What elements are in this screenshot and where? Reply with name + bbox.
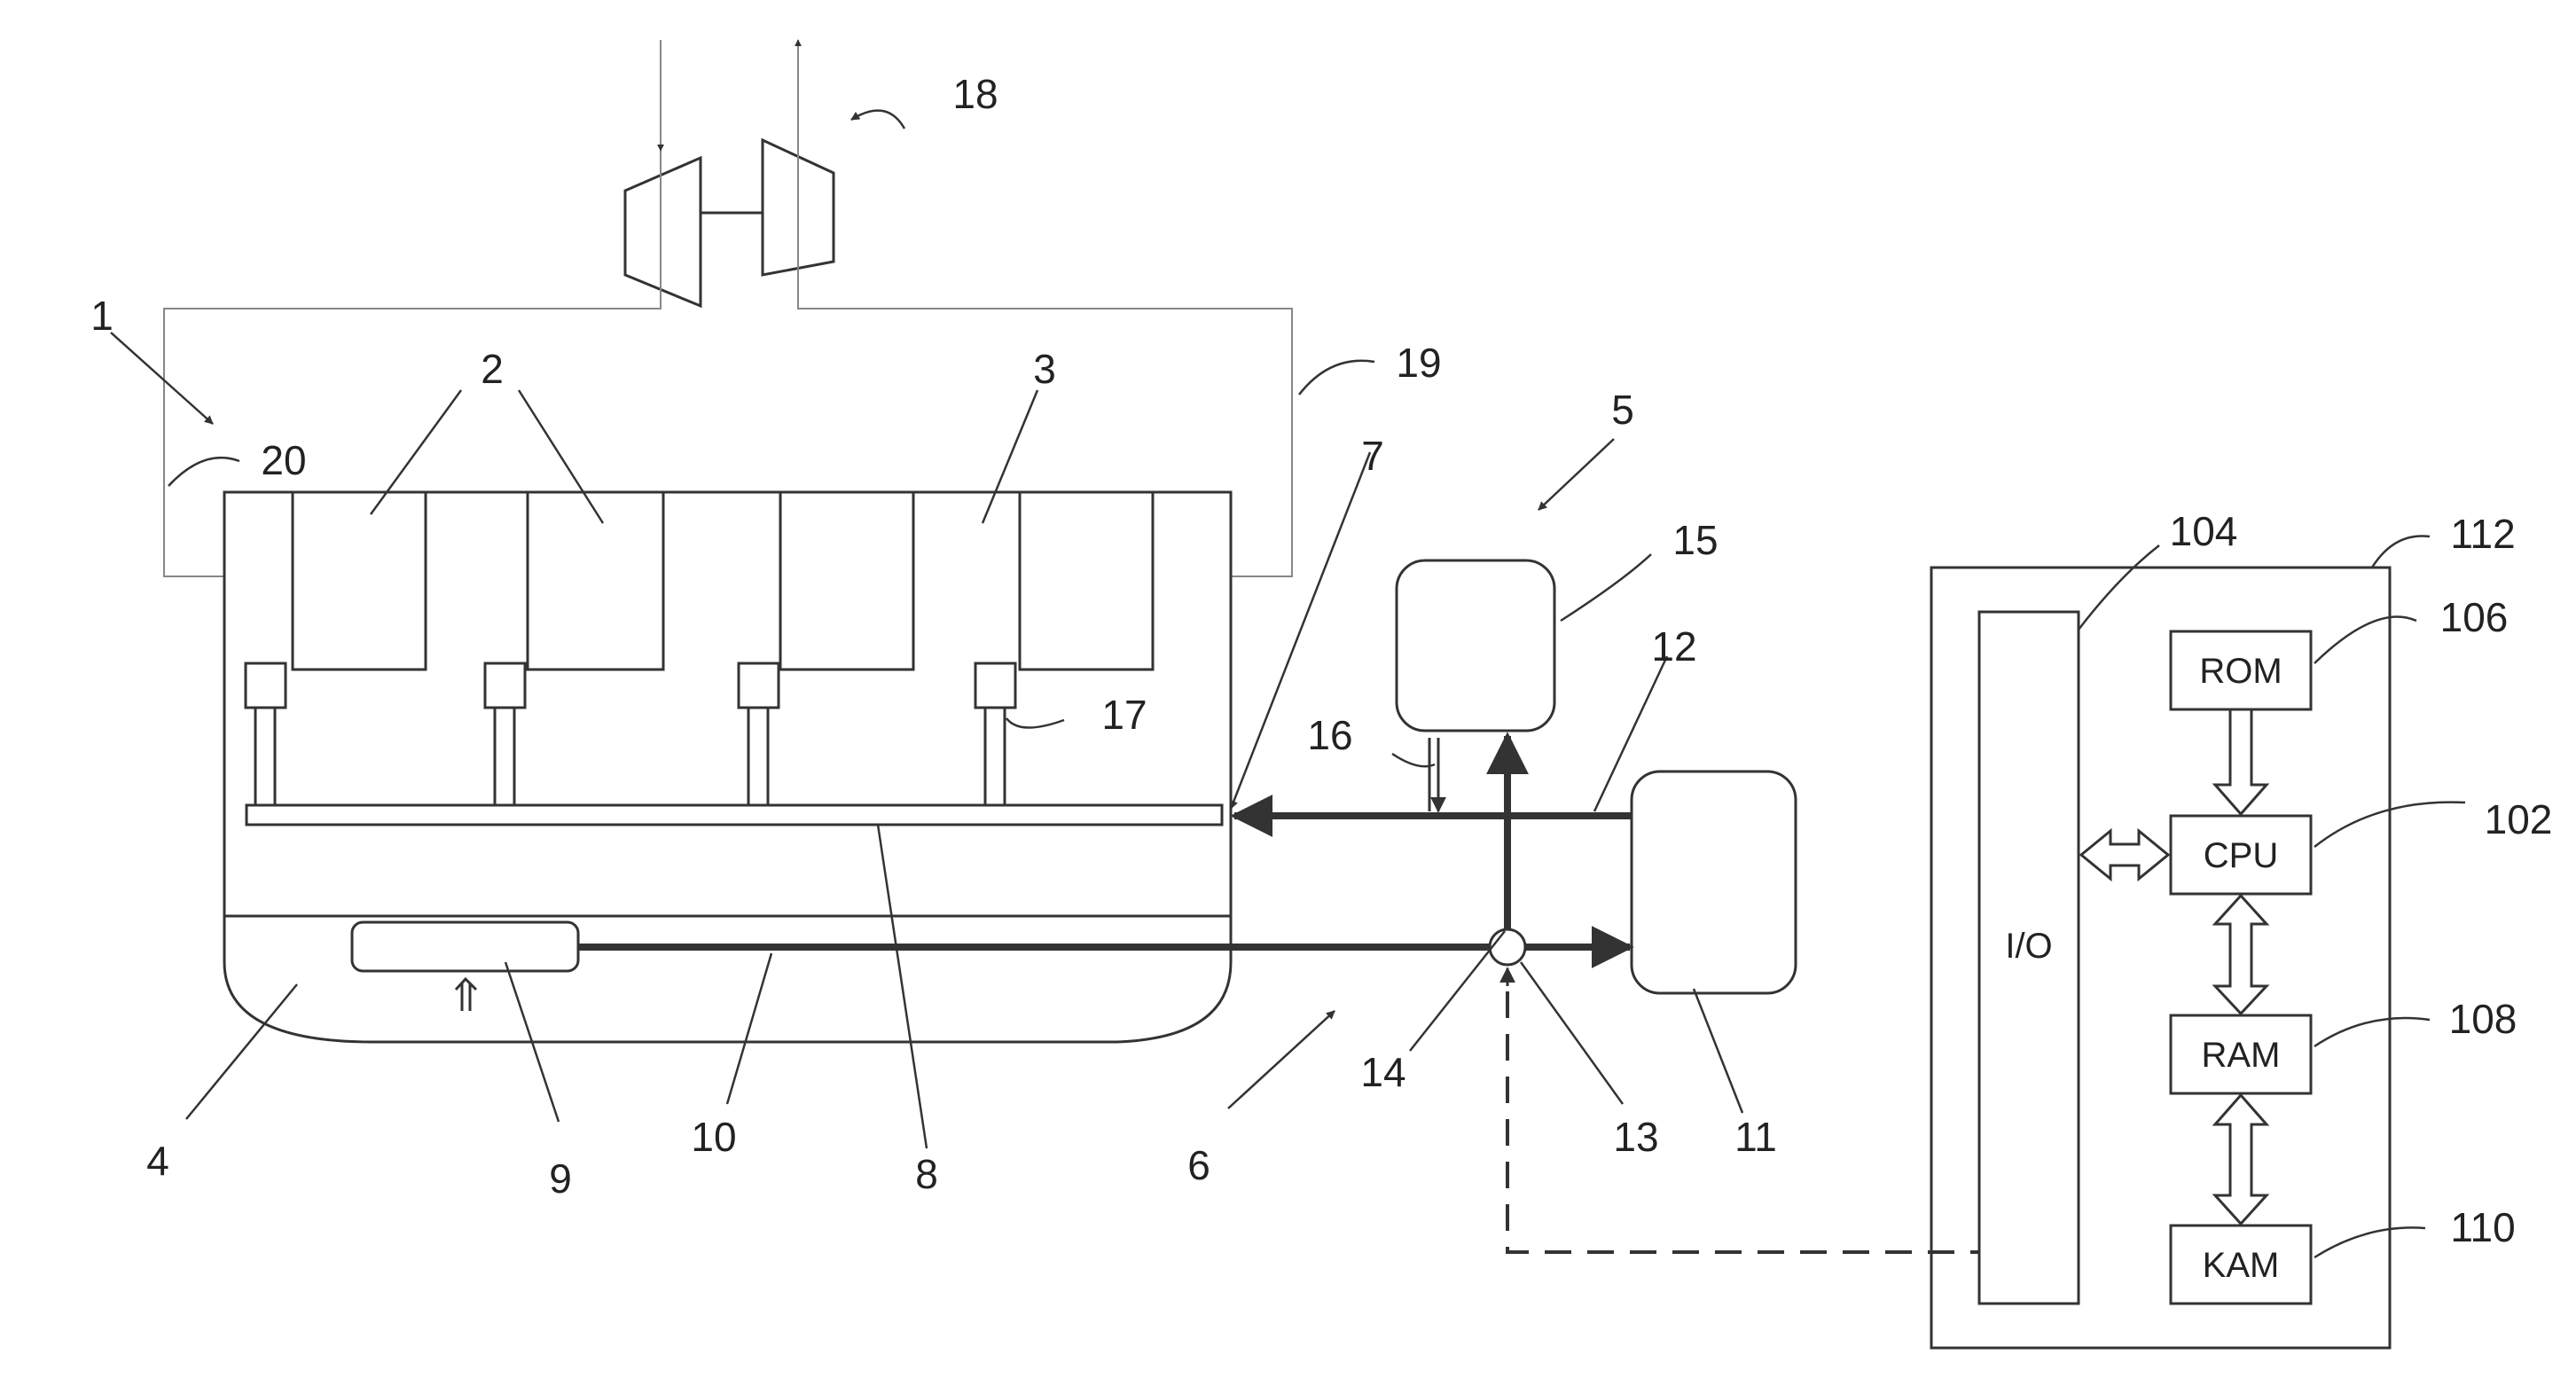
- label-110: 110: [2450, 1204, 2515, 1250]
- ram-kam-bus: [2215, 1095, 2267, 1224]
- label-106: 106: [2440, 594, 2509, 640]
- label-14: 14: [1360, 1049, 1405, 1095]
- kam-label: KAM: [2203, 1246, 2280, 1285]
- label-16: 16: [1307, 712, 1352, 758]
- valve-13: [1490, 929, 1525, 965]
- turbocharger: [625, 140, 834, 306]
- label-112: 112: [2450, 511, 2515, 557]
- exhaust-path: [798, 44, 1292, 576]
- label-9: 9: [549, 1155, 572, 1202]
- label-11: 11: [1734, 1114, 1777, 1160]
- tank-15: [1397, 560, 1554, 731]
- label-7: 7: [1361, 433, 1384, 479]
- cylinder-3: [780, 492, 913, 670]
- pickup-arrow: [456, 979, 476, 1011]
- gas-path: [164, 40, 1292, 576]
- turbine-shape: [625, 158, 701, 306]
- label-20: 20: [261, 437, 306, 483]
- cylinder-4: [1020, 492, 1153, 670]
- injector-1: [246, 663, 286, 708]
- io-label: I/O: [2005, 927, 2052, 966]
- label-4: 4: [146, 1138, 169, 1184]
- label-17: 17: [1101, 692, 1147, 738]
- label-104: 104: [2170, 508, 2238, 554]
- label-5: 5: [1611, 387, 1634, 433]
- controller: I/O ROM CPU RAM KAM: [1931, 568, 2390, 1348]
- injector-feed-lines: [255, 708, 1005, 805]
- controller-frame: [1931, 568, 2390, 1348]
- engine-block: [224, 492, 1231, 1042]
- tank-11: [1632, 771, 1796, 993]
- label-10: 10: [691, 1114, 736, 1160]
- oil-sump: [224, 916, 1231, 1042]
- cylinder-2: [528, 492, 663, 670]
- leader-lines: [111, 111, 2465, 1257]
- engine-outline: [224, 492, 1231, 916]
- reference-numerals: 1 2 3 4 5 6 7 8 9 10 11 12 13 14 15 16 1…: [90, 71, 2552, 1250]
- cylinder-1: [293, 492, 426, 670]
- label-19: 19: [1396, 340, 1441, 386]
- label-12: 12: [1651, 623, 1696, 670]
- label-18: 18: [952, 71, 998, 117]
- injector-2: [485, 663, 525, 708]
- fuel-rail: [247, 805, 1222, 825]
- oil-pickup: [352, 922, 578, 971]
- ram-label: RAM: [2202, 1036, 2281, 1075]
- rom-cpu-bus: [2215, 709, 2267, 814]
- label-6: 6: [1187, 1142, 1210, 1188]
- cpu-ram-bus: [2215, 896, 2267, 1014]
- injector-4: [975, 663, 1015, 708]
- label-102: 102: [2485, 796, 2553, 842]
- io-cpu-bus: [2081, 831, 2168, 879]
- label-3: 3: [1033, 346, 1056, 392]
- label-13: 13: [1613, 1114, 1658, 1160]
- label-15: 15: [1672, 517, 1718, 563]
- label-108: 108: [2449, 996, 2517, 1042]
- rom-label: ROM: [2199, 652, 2282, 691]
- label-2: 2: [481, 346, 504, 392]
- cpu-label: CPU: [2204, 836, 2278, 875]
- injector-3: [739, 663, 779, 708]
- label-8: 8: [915, 1151, 938, 1197]
- label-1: 1: [90, 293, 114, 339]
